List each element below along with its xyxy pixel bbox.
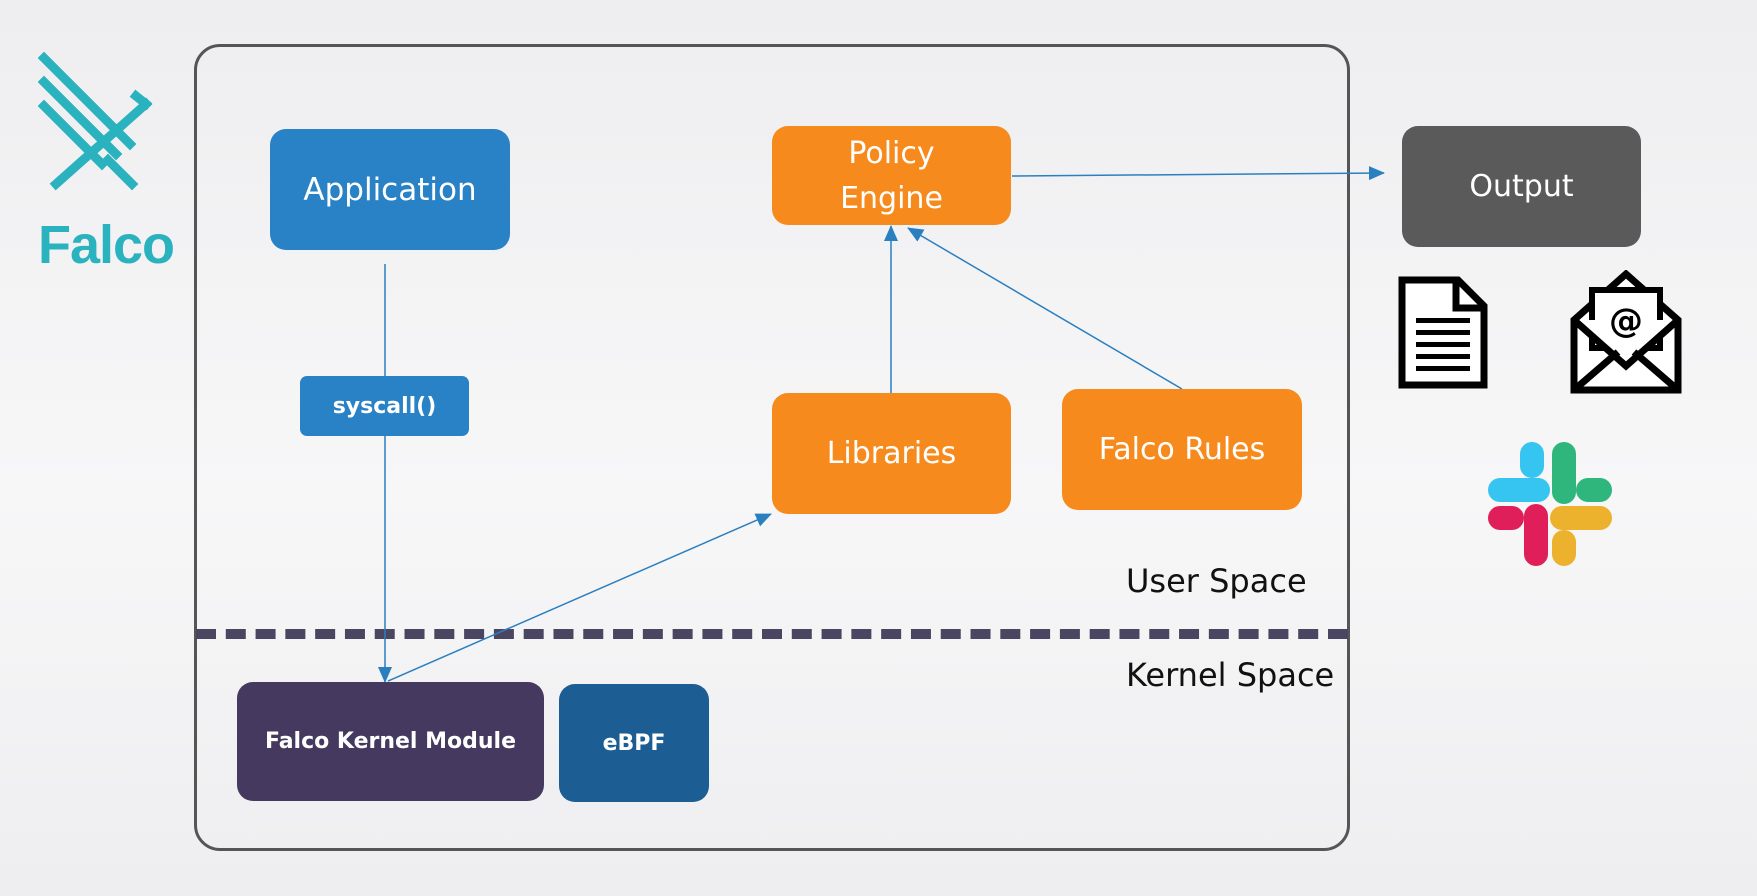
kernel-space-label: Kernel Space <box>1126 656 1335 694</box>
falco-kernel-module-box: Falco Kernel Module <box>237 682 544 801</box>
user-kernel-divider <box>196 629 1348 639</box>
svg-text:@: @ <box>1609 301 1643 341</box>
arrow-rules-to-policy <box>907 227 1183 390</box>
falco-brand-name: Falco <box>38 215 175 275</box>
application-box: Application <box>270 129 510 250</box>
user-space-label: User Space <box>1126 562 1307 600</box>
falco-container <box>194 44 1350 851</box>
document-icon <box>1398 276 1488 389</box>
ebpf-box: eBPF <box>559 684 709 802</box>
libraries-box: Libraries <box>772 393 1011 514</box>
arrow-policy-to-output <box>1011 166 1385 181</box>
policy-engine-box: Policy Engine <box>772 126 1011 225</box>
email-icon: @ <box>1570 270 1682 394</box>
output-box: Output <box>1402 126 1641 247</box>
slack-icon <box>1488 442 1612 566</box>
falco-logo-icon <box>38 52 153 191</box>
syscall-box: syscall() <box>300 376 469 436</box>
arrow-kernel-to-libraries <box>387 513 772 682</box>
falco-rules-box: Falco Rules <box>1062 389 1302 510</box>
